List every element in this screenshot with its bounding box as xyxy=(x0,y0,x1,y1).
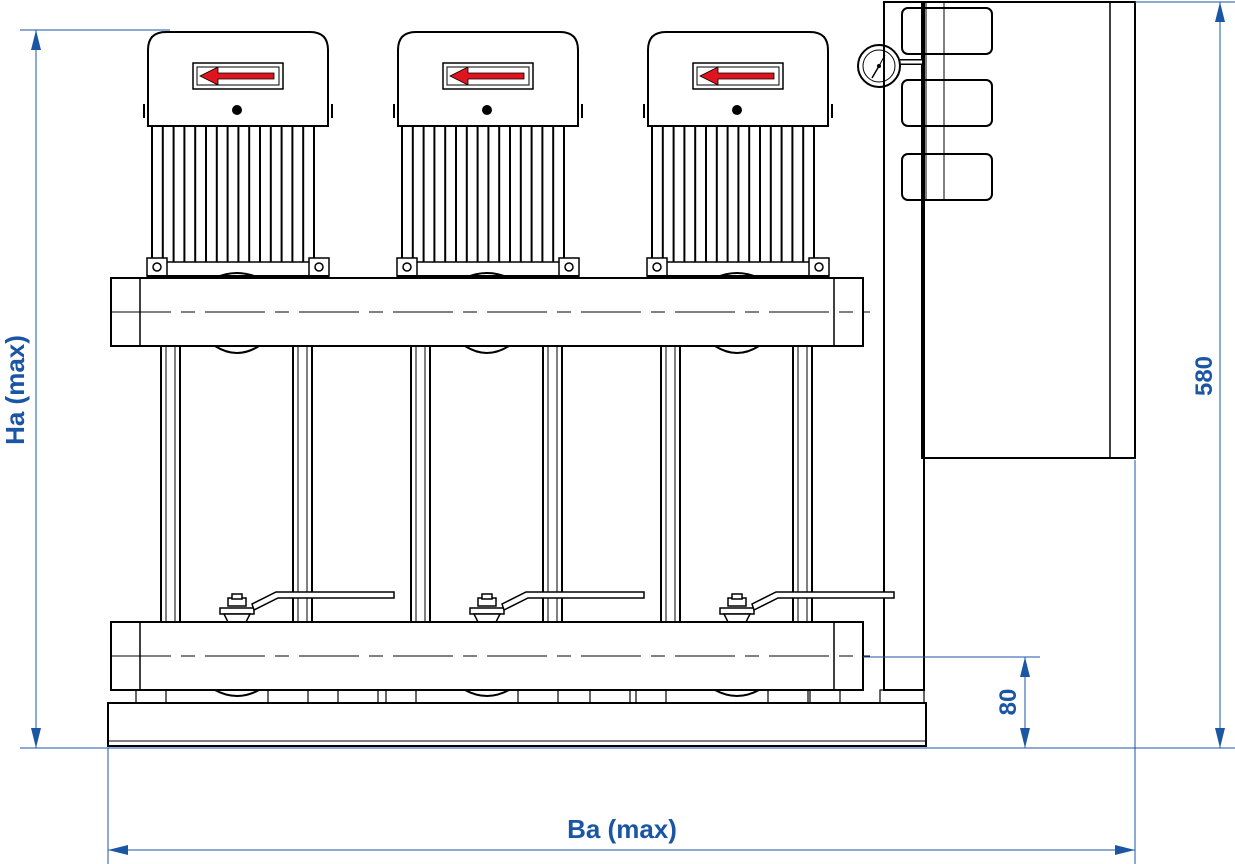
pumps xyxy=(143,31,895,697)
upper-manifold xyxy=(110,277,870,347)
ball-valve xyxy=(719,591,895,623)
lower-manifold xyxy=(110,621,870,691)
ball-valve xyxy=(469,591,645,623)
base-frame xyxy=(107,689,927,747)
flow-direction-arrow-icon xyxy=(692,62,784,90)
pump-2 xyxy=(393,31,645,697)
width-dimension-label: Ba (max) xyxy=(567,814,677,844)
cabinet-height-dimension: 580 xyxy=(1191,356,1218,396)
height-dimension-label: Ha (max) xyxy=(0,335,30,445)
pressure-gauge-icon xyxy=(857,44,922,88)
pump-3 xyxy=(643,31,895,697)
pump-1 xyxy=(143,31,395,697)
inlet-height-dimension: 80 xyxy=(995,689,1022,716)
control-cabinet xyxy=(857,1,1136,691)
flow-direction-arrow-icon xyxy=(442,62,534,90)
flow-direction-arrow-icon xyxy=(192,62,284,90)
ball-valve xyxy=(219,591,395,623)
